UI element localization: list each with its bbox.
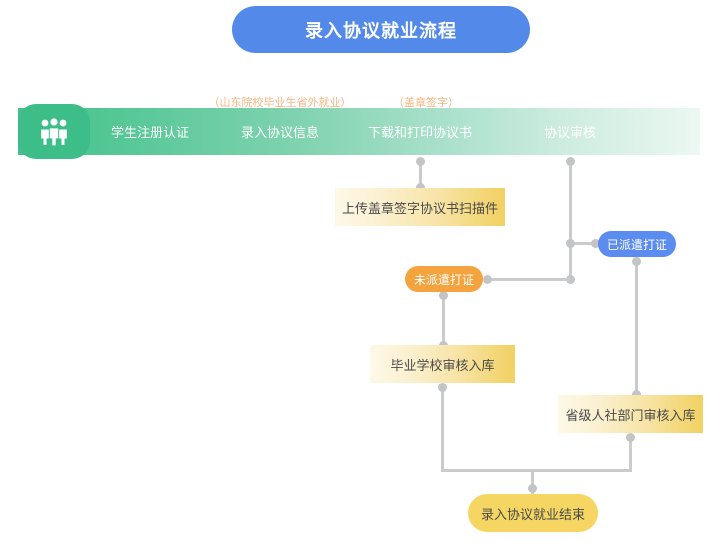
connector-dot bbox=[566, 157, 575, 166]
connector-line-to-not-dispatched bbox=[486, 278, 570, 281]
connector-line-to-dispatched bbox=[569, 242, 599, 245]
node-upload-signed-agreement[interactable]: 上传盖章签字协议书扫描件 bbox=[335, 188, 505, 226]
annotation-stamp-signature: （盖章签字） bbox=[393, 97, 459, 109]
connector-dot bbox=[528, 484, 537, 493]
connector-dot bbox=[566, 275, 575, 284]
connector-line-notdispatched-to-school bbox=[442, 294, 445, 346]
page-title: 录入协议就业流程 bbox=[232, 6, 530, 53]
stage-bar bbox=[18, 108, 700, 155]
stage-item-0[interactable]: 学生注册认证 bbox=[110, 125, 189, 140]
node-province-review[interactable]: 省级人社部门审核入库 bbox=[558, 395, 703, 433]
stage-item-3[interactable]: 协议审核 bbox=[543, 125, 596, 140]
connector-dot bbox=[416, 183, 425, 192]
connector-line-province-to-end bbox=[531, 469, 632, 472]
group-people-icon bbox=[18, 104, 90, 159]
connector-dot bbox=[439, 291, 448, 300]
stage-item-2[interactable]: 下载和打印协议书 bbox=[367, 125, 472, 140]
node-not-dispatched[interactable]: 未派遣打证 bbox=[405, 266, 483, 292]
connector-dot bbox=[591, 239, 600, 248]
node-process-end[interactable]: 录入协议就业结束 bbox=[468, 494, 598, 532]
stage-item-1[interactable]: 录入协议信息 bbox=[240, 125, 319, 140]
connector-dot bbox=[632, 257, 641, 266]
connector-line-merge-to-end bbox=[531, 469, 534, 495]
connector-dot bbox=[632, 390, 641, 399]
connector-line-school-down bbox=[441, 386, 444, 471]
connector-line-download-to-upload bbox=[419, 160, 422, 188]
connector-line-school-to-end bbox=[441, 469, 533, 472]
node-school-review[interactable]: 毕业学校审核入库 bbox=[370, 345, 515, 383]
connector-line-dispatched-to-province bbox=[635, 260, 638, 396]
connector-dot bbox=[438, 383, 447, 392]
node-dispatched[interactable]: 已派遣打证 bbox=[598, 231, 676, 257]
connector-line-province-down bbox=[629, 436, 632, 471]
connector-line-review-trunk bbox=[569, 160, 572, 280]
connector-dot bbox=[626, 433, 635, 442]
connector-dot bbox=[483, 275, 492, 284]
annotation-province-employment: （山东院校毕业生省外就业） bbox=[208, 97, 352, 109]
connector-dot bbox=[416, 157, 425, 166]
connector-dot bbox=[566, 239, 575, 248]
